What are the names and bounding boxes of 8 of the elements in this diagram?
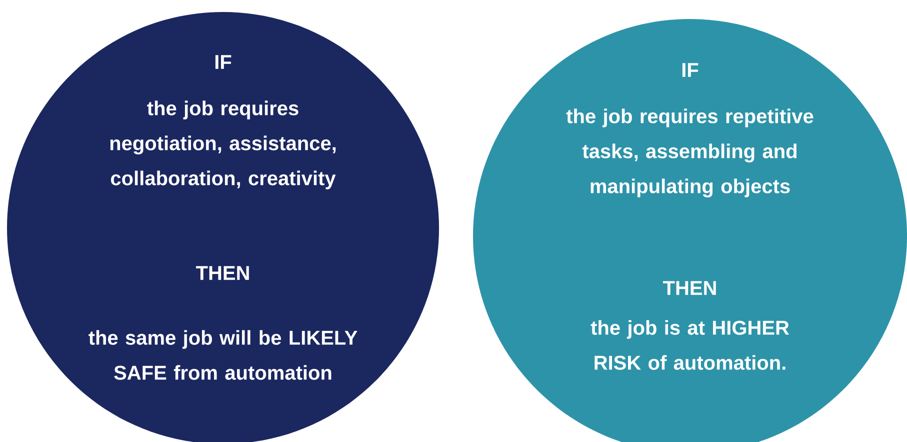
condition-text: the job requires repetitive tasks, assembling and manipulating objects xyxy=(566,108,814,198)
condition-text: the same job will be LIKELY SAFE from automation xyxy=(88,330,358,380)
condition-heading: THEN xyxy=(196,266,249,280)
condition-heading: IF xyxy=(215,55,232,69)
condition-text: the job requires negotiation, assistance, collaboration, creativity xyxy=(110,100,336,190)
condition-heading: THEN xyxy=(663,281,716,295)
condition-text: the job is at HIGHER RISK of automation. xyxy=(590,320,790,370)
condition-heading: IF xyxy=(682,63,698,77)
